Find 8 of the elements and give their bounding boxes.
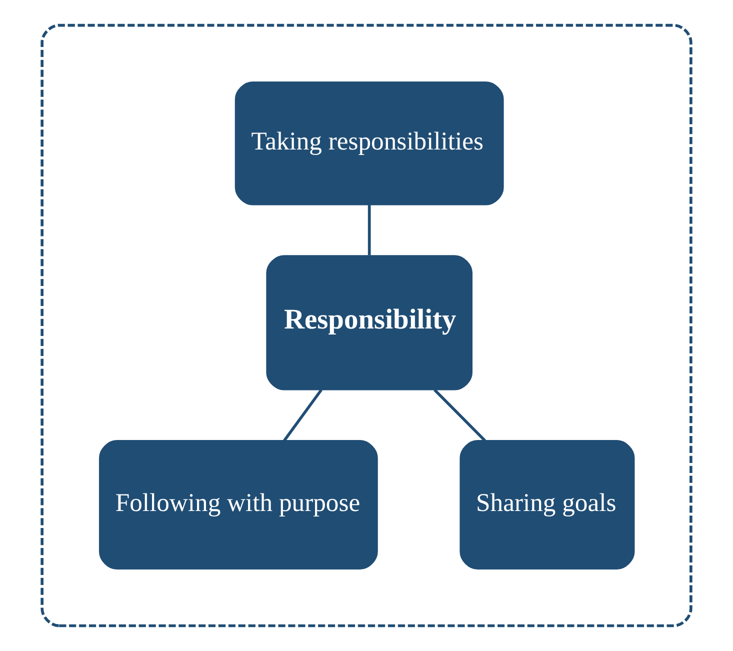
node-box: Following with purpose xyxy=(99,440,378,570)
cluster xyxy=(40,24,692,628)
node-box: Sharing goals xyxy=(460,440,635,570)
node-box: Taking responsibilities xyxy=(234,81,504,206)
connector xyxy=(283,388,322,442)
connector xyxy=(434,388,486,442)
node-box: Responsibility xyxy=(266,255,472,390)
connector xyxy=(368,205,371,256)
